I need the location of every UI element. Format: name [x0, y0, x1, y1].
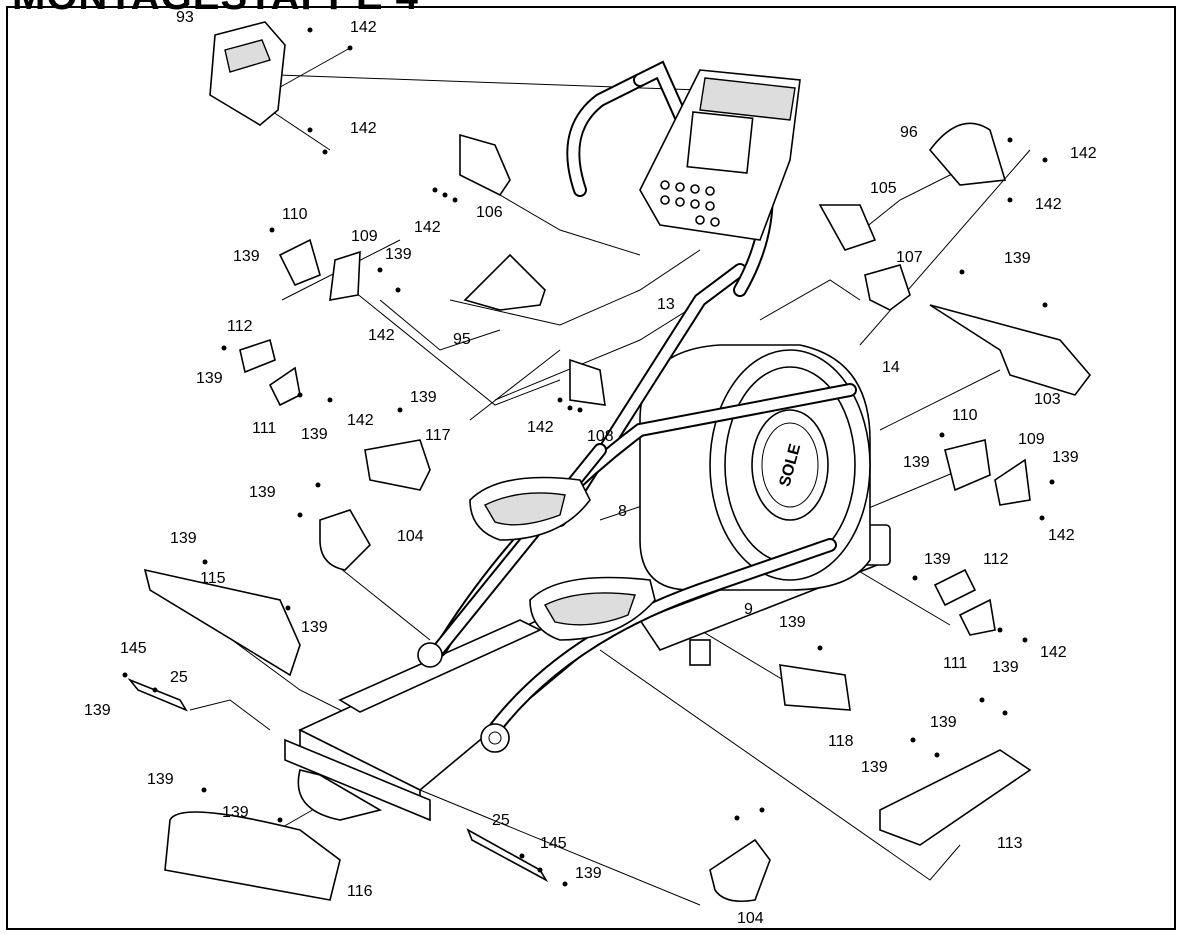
- console-buttons: [660, 180, 720, 227]
- part-111-bracket-right: [958, 598, 996, 636]
- label-139: 139: [930, 714, 957, 731]
- label-104: 104: [397, 528, 424, 545]
- label-118: 118: [828, 733, 854, 750]
- leader-lines: [189, 47, 1031, 906]
- label-107: 107: [896, 249, 923, 266]
- label-142: 142: [1035, 196, 1062, 213]
- label-113: 113: [997, 835, 1023, 852]
- label-139: 139: [249, 484, 276, 501]
- diagram-frame: [6, 6, 1176, 930]
- part-96-cover: [928, 122, 1007, 186]
- label-104: 104: [737, 910, 764, 927]
- part-108-cover: [569, 358, 606, 406]
- label-14: 14: [882, 359, 900, 376]
- part-112-bracket-right: [933, 568, 977, 607]
- label-117: 117: [425, 427, 451, 444]
- label-9: 9: [744, 601, 753, 618]
- label-142: 142: [1070, 145, 1097, 162]
- part-number-labels: 93 142 142 96 142 142 142 106 105 110 10…: [84, 9, 1097, 927]
- label-13: 13: [657, 296, 675, 313]
- label-105: 105: [870, 180, 897, 197]
- label-116: 116: [347, 883, 373, 900]
- part-25-145-axle-right: [466, 828, 549, 883]
- part-110-cover-right: [944, 439, 991, 492]
- main-frame: SOLE: [284, 60, 891, 822]
- console: [639, 69, 801, 241]
- screw-markers: [122, 27, 1055, 887]
- label-139: 139: [992, 659, 1019, 676]
- label-142: 142: [1048, 527, 1075, 544]
- label-139: 139: [779, 614, 806, 631]
- label-95: 95: [453, 331, 471, 348]
- part-93-console-mount: [209, 21, 286, 126]
- label-108: 108: [587, 428, 614, 445]
- label-139: 139: [410, 389, 437, 406]
- label-111: 111: [252, 420, 276, 437]
- part-105-cover: [818, 204, 877, 251]
- label-142: 142: [414, 219, 441, 236]
- part-112-bracket-left: [239, 338, 276, 374]
- part-117-cover: [364, 439, 431, 491]
- part-106-cover: [459, 133, 511, 197]
- label-142: 142: [1040, 644, 1067, 661]
- label-139: 139: [1052, 449, 1079, 466]
- part-109-cover-right: [994, 458, 1031, 506]
- label-103: 103: [1034, 391, 1061, 408]
- label-139: 139: [1004, 250, 1031, 267]
- label-106: 106: [476, 204, 503, 221]
- label-142: 142: [368, 327, 395, 344]
- part-116-cover: [164, 811, 341, 901]
- label-139: 139: [147, 771, 174, 788]
- label-142: 142: [347, 412, 374, 429]
- label-25: 25: [492, 812, 510, 829]
- part-107-cover: [864, 264, 911, 311]
- label-139: 139: [924, 551, 951, 568]
- label-112: 112: [983, 551, 1009, 568]
- label-111: 111: [943, 655, 967, 672]
- label-139: 139: [170, 530, 197, 547]
- label-139: 139: [903, 454, 930, 471]
- label-142: 142: [350, 120, 377, 137]
- label-139: 139: [233, 248, 260, 265]
- part-111-bracket-left: [268, 366, 301, 407]
- label-139: 139: [84, 702, 111, 719]
- label-139: 139: [196, 370, 223, 387]
- page-title: MONTAGESTAPPE 4: [12, 0, 419, 19]
- label-139: 139: [861, 759, 888, 776]
- label-110: 110: [282, 206, 308, 223]
- part-95-cover: [463, 253, 546, 311]
- part-104-cap-right: [709, 838, 771, 903]
- label-110: 110: [952, 407, 978, 424]
- part-109-cover-left: [329, 250, 361, 301]
- label-139: 139: [385, 246, 412, 263]
- label-139: 139: [575, 865, 602, 882]
- label-112: 112: [227, 318, 253, 335]
- part-104-cap-left: [319, 509, 371, 571]
- label-139: 139: [301, 619, 328, 636]
- label-109: 109: [351, 228, 378, 245]
- label-96: 96: [900, 124, 918, 141]
- label-139: 139: [301, 426, 328, 443]
- label-109: 109: [1018, 431, 1045, 448]
- part-110-cover-left: [278, 238, 321, 287]
- label-145: 145: [540, 835, 567, 852]
- label-139: 139: [222, 804, 249, 821]
- label-115: 115: [200, 570, 226, 587]
- label-142: 142: [527, 419, 554, 436]
- label-142: 142: [350, 19, 377, 36]
- part-115-cover: [143, 568, 301, 677]
- part-103-cover: [929, 304, 1092, 396]
- part-113-cover: [879, 749, 1032, 846]
- label-25: 25: [170, 669, 188, 686]
- label-8: 8: [618, 503, 627, 520]
- label-145: 145: [120, 640, 147, 657]
- label-93: 93: [176, 9, 194, 26]
- part-25-145-axle-left: [127, 678, 188, 712]
- part-118-cover: [779, 664, 851, 711]
